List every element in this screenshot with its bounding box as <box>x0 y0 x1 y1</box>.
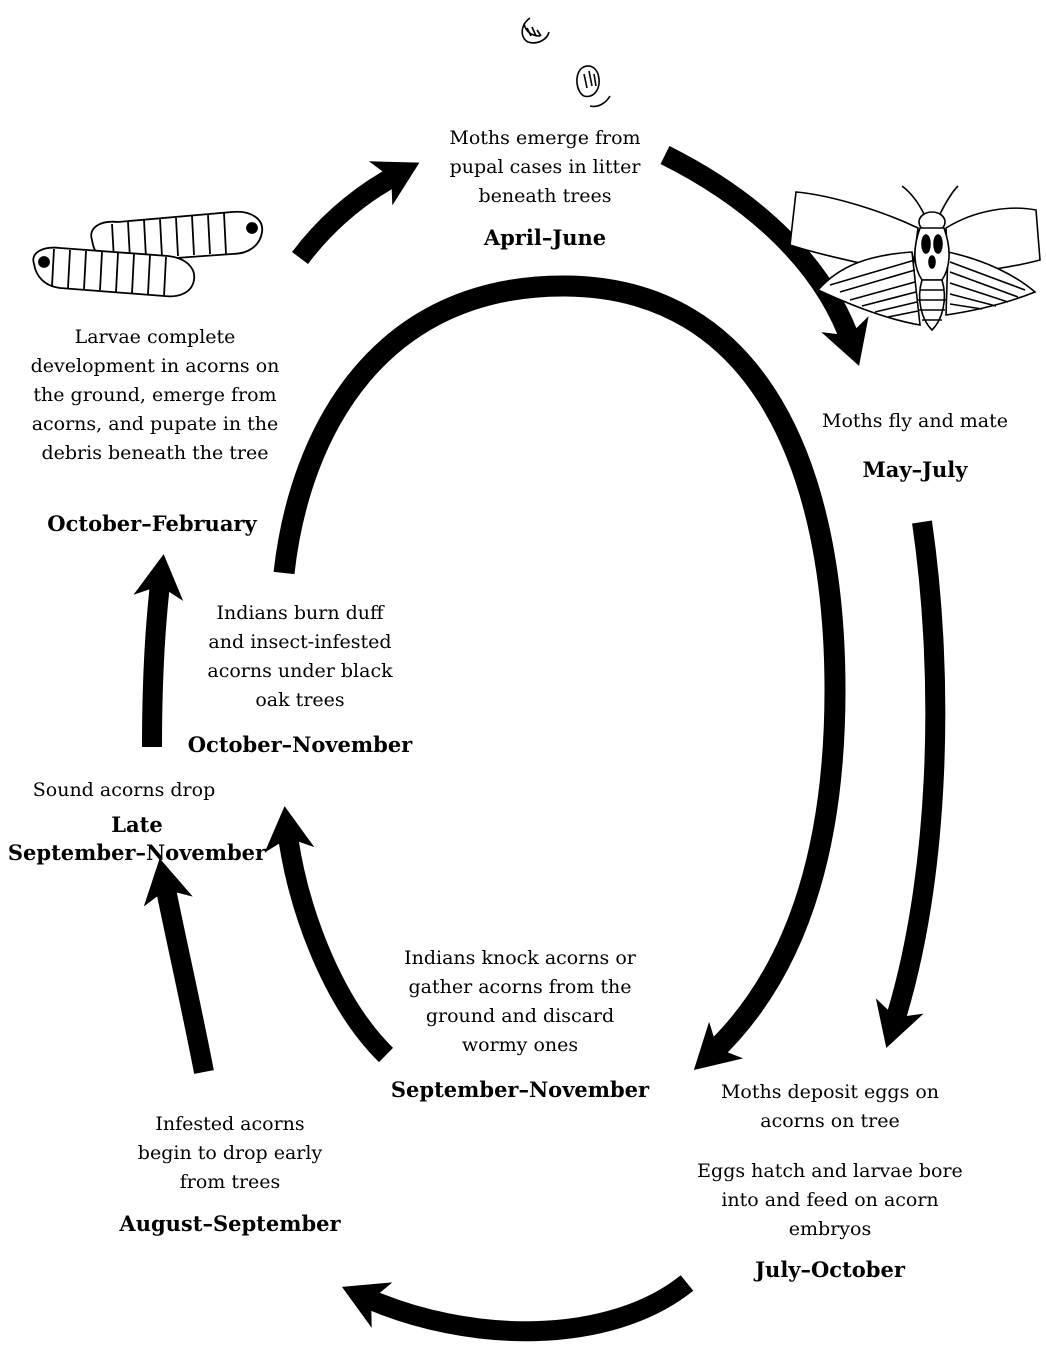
infested-text-line: Infested acorns <box>155 1113 305 1135</box>
knock-text-line: ground and discard <box>425 1005 615 1027</box>
burn-text: Indians burn duff and insect-infested ac… <box>180 599 420 715</box>
burn-text-line: Indians burn duff <box>216 602 384 624</box>
emerge-text-line: pupal cases in litter <box>449 156 641 178</box>
fly-date: May–July <box>862 457 968 482</box>
burn-text-line: oak trees <box>255 689 345 711</box>
hatch-text-line: into and feed on acorn <box>721 1189 939 1211</box>
emerge-date: April–June <box>483 225 607 250</box>
sound-date-line: September–November <box>7 840 267 865</box>
inner-loop-arrow <box>273 275 846 1070</box>
burn-text-line: acorns under black <box>207 660 393 682</box>
sound-date: Late September–November <box>0 811 274 867</box>
sound-text: Sound acorns drop <box>32 779 216 801</box>
moth-icon <box>789 185 1041 332</box>
pupal-case-icon <box>521 17 611 108</box>
knock-text-line: gather acorns from the <box>408 976 632 998</box>
larvae-text-line: Larvae complete <box>74 326 236 348</box>
infested-text-line: begin to drop early <box>137 1142 323 1164</box>
infested-text-line: from trees <box>179 1171 281 1193</box>
fly-text: Moths fly and mate <box>822 410 1008 432</box>
larvae-text: Larvae complete development in acorns on… <box>20 323 290 468</box>
arrow-knock-to-burn <box>264 806 394 1063</box>
hatch-date: July–October <box>755 1257 905 1282</box>
infested-text: Infested acorns begin to drop early from… <box>110 1110 350 1197</box>
larvae-icon <box>32 210 264 298</box>
arrow-fly-to-deposit <box>875 520 946 1048</box>
infested-date: August–September <box>119 1211 341 1236</box>
arrow-sound-to-larvae <box>133 554 184 748</box>
burn-text-line: and insect-infested <box>208 631 392 653</box>
hatch-text-line: embryos <box>788 1218 872 1240</box>
emerge-text: Moths emerge from pupal cases in litter … <box>400 124 690 211</box>
knock-text-line: wormy ones <box>461 1034 579 1056</box>
deposit-text: Moths deposit eggs on acorns on tree <box>690 1078 970 1136</box>
knock-text-line: Indians knock acorns or <box>404 947 636 969</box>
arrow-infested-to-sound <box>143 858 214 1074</box>
arrow-hatch-to-infested <box>341 1275 694 1342</box>
deposit-text-line: acorns on tree <box>760 1110 900 1132</box>
emerge-text-line: beneath trees <box>478 185 612 207</box>
arrow-larvae-to-emerge <box>292 161 420 265</box>
hatch-text-line: Eggs hatch and larvae bore <box>697 1160 963 1182</box>
deposit-text-line: Moths deposit eggs on <box>720 1081 940 1103</box>
larvae-text-line: acorns, and pupate in the <box>31 413 279 435</box>
knock-text: Indians knock acorns or gather acorns fr… <box>380 944 660 1060</box>
emerge-text-line: Moths emerge from <box>449 127 641 149</box>
burn-date: October–November <box>187 732 413 757</box>
arrow-emerge-to-fly <box>660 146 869 366</box>
larvae-text-line: debris beneath the tree <box>41 442 269 464</box>
hatch-text: Eggs hatch and larvae bore into and feed… <box>690 1157 970 1244</box>
larvae-date: October–February <box>47 511 257 536</box>
knock-date: September–November <box>390 1077 650 1102</box>
larvae-text-line: development in acorns on <box>30 355 280 377</box>
sound-date-line: Late <box>111 812 163 837</box>
larvae-text-line: the ground, emerge from <box>33 384 277 406</box>
